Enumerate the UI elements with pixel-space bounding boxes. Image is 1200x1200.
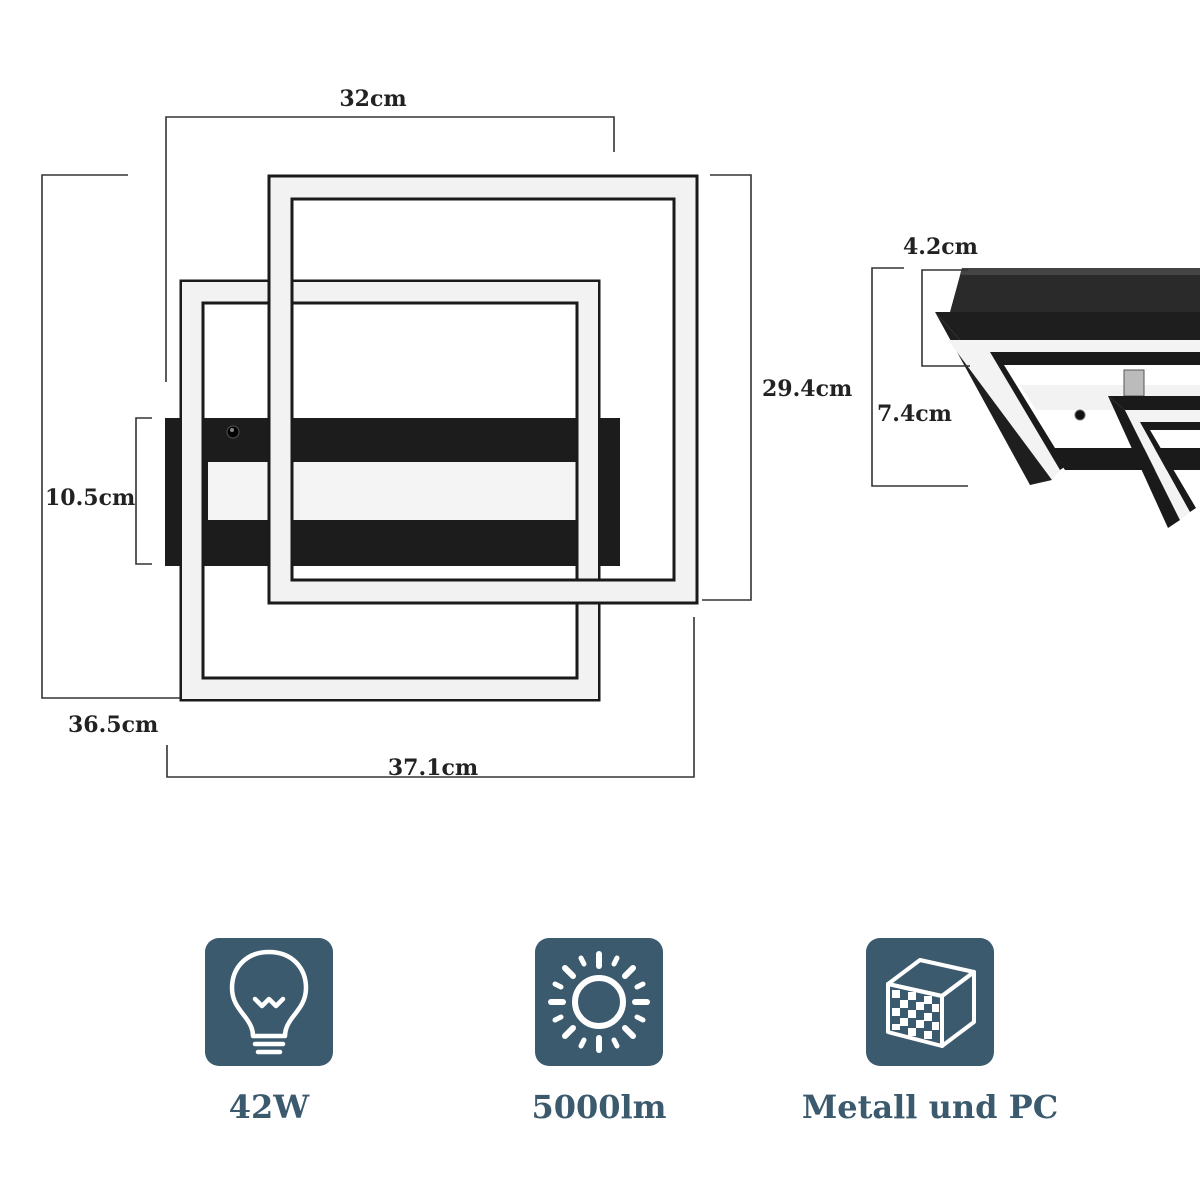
feature-power-label: 42W bbox=[228, 1088, 310, 1126]
feature-luminous-flux-label: 5000lm bbox=[531, 1088, 667, 1126]
lamp-side-view bbox=[935, 268, 1200, 528]
dimension-width-top: 32cm bbox=[339, 86, 406, 112]
dimension-depth-panel: 4.2cm bbox=[903, 234, 978, 260]
dimension-width-bottom: 37.1cm bbox=[388, 755, 478, 781]
dimension-lines bbox=[41, 116, 752, 778]
depth-dimension-lines bbox=[871, 267, 970, 487]
sun-icon bbox=[548, 951, 650, 1053]
dimension-height-left: 36.5cm bbox=[68, 712, 158, 738]
lamp-frame-lower-left bbox=[179, 279, 601, 702]
backplate-screw bbox=[226, 425, 240, 439]
feature-material: Metall und PC bbox=[800, 938, 1060, 1126]
feature-tile bbox=[205, 938, 333, 1066]
feature-material-label: Metall und PC bbox=[801, 1088, 1059, 1126]
feature-luminous-flux: 5000lm bbox=[469, 938, 729, 1126]
dimension-depth-total: 7.4cm bbox=[877, 401, 952, 427]
backplate-light-strip bbox=[208, 462, 580, 520]
dimension-height-right: 29.4cm bbox=[762, 376, 852, 402]
material-cube-icon bbox=[886, 958, 976, 1048]
dimension-backplate-height: 10.5cm bbox=[45, 485, 135, 511]
lamp-frame-upper-right bbox=[267, 174, 699, 605]
feature-power: 42W bbox=[139, 938, 399, 1126]
feature-tile bbox=[535, 938, 663, 1066]
product-dimension-diagram: 32cm 29.4cm 10.5cm 36.5cm 37.1cm 4.2cm 7… bbox=[41, 86, 1200, 781]
light-bulb-icon bbox=[229, 949, 309, 1055]
feature-tile bbox=[866, 938, 994, 1066]
lamp-front-view bbox=[165, 174, 699, 702]
